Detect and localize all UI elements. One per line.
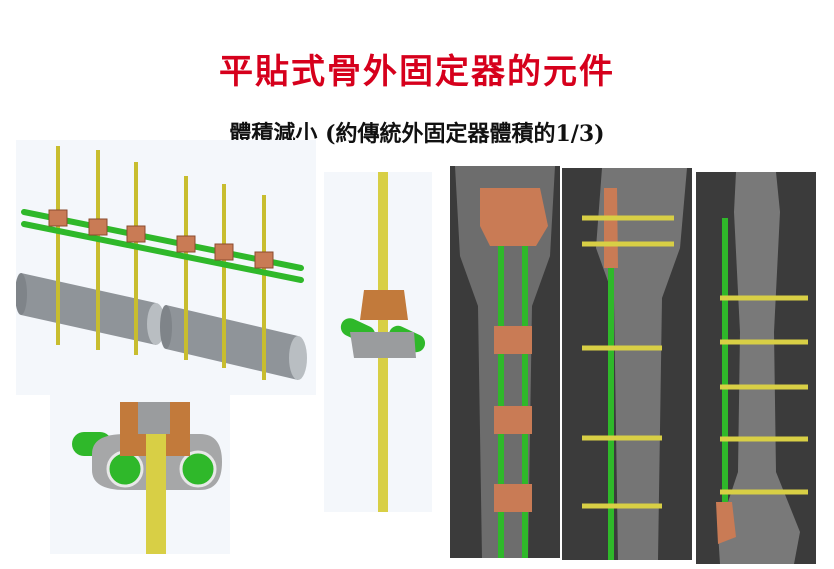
assembly-illustration: [16, 140, 316, 395]
rods-front: [498, 226, 528, 558]
clamp-cutaway-illustration: [50, 394, 230, 554]
xray-long-bone-view: [696, 172, 816, 564]
xray-front-view: [450, 166, 560, 558]
slide-title: 平貼式骨外固定器的元件: [219, 52, 615, 92]
single-pin-clamp-illustration: [324, 172, 432, 512]
xray-lateral-view: [562, 168, 692, 560]
